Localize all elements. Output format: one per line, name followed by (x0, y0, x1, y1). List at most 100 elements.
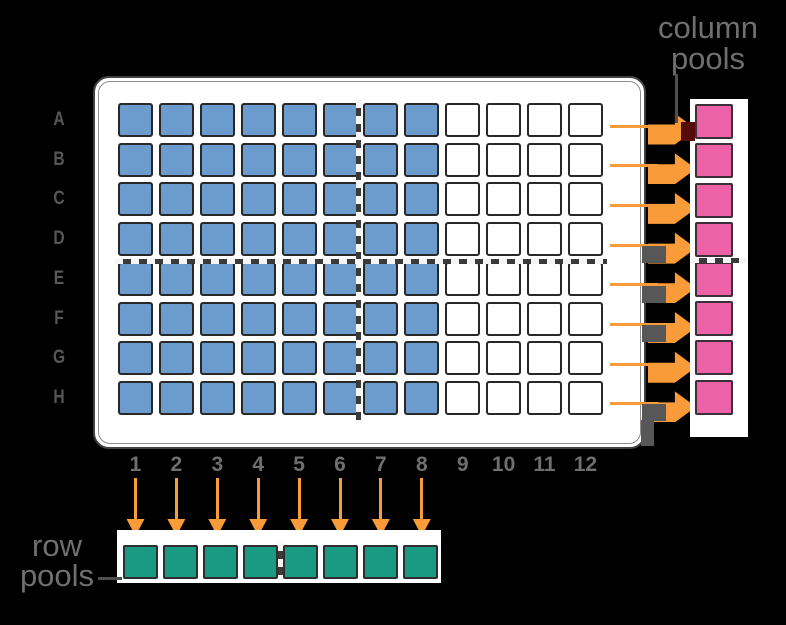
column-pools-label: column pools (638, 12, 778, 74)
well-B2 (158, 142, 194, 177)
well-C2 (158, 182, 194, 217)
well-H7 (363, 380, 399, 415)
well-B4 (240, 142, 276, 177)
well-C9 (445, 182, 481, 217)
well-H6 (322, 380, 358, 415)
well-G2 (158, 341, 194, 376)
well-C10 (486, 182, 522, 217)
well-A5 (281, 103, 317, 137)
plate-column-label-6: 6 (334, 453, 346, 476)
well-A4 (240, 103, 276, 137)
row-pool-square (163, 545, 198, 579)
well-C5 (281, 182, 317, 217)
plate-row-label-A: A (53, 109, 65, 130)
row-arrow-tail (610, 323, 658, 326)
plate-column-label-4: 4 (252, 453, 265, 476)
well-D5 (281, 222, 317, 257)
plate-column-label-2: 2 (170, 453, 183, 476)
well-E1 (118, 261, 153, 296)
shadow-block (642, 246, 666, 263)
row-pools-label-line2: pools (19, 558, 95, 593)
shadow-block (642, 404, 666, 421)
plate-row-label-H: H (53, 386, 65, 408)
well-G7 (363, 341, 399, 376)
plate-column-label-5: 5 (293, 453, 305, 476)
column-arrow-tail (420, 478, 424, 521)
well-C11 (527, 182, 562, 217)
microplate-inner-rim (98, 81, 641, 444)
well-F5 (281, 301, 317, 336)
row-arrow-tail (610, 283, 658, 287)
column-arrow-tail (215, 478, 219, 521)
well-D8 (404, 222, 440, 257)
column-arrow-tail (174, 478, 178, 521)
well-H8 (404, 380, 440, 415)
well-A7 (363, 103, 399, 137)
plate-horizontal-dashed-divider (115, 259, 607, 264)
well-B10 (486, 142, 522, 177)
column-pool-square (695, 104, 733, 139)
row-arrow-tail (610, 164, 658, 168)
plate-row-label-B: B (53, 148, 65, 170)
well-B1 (118, 142, 153, 177)
well-D4 (240, 222, 276, 257)
well-F9 (445, 301, 481, 336)
plate-column-label-10: 10 (491, 453, 516, 476)
well-H11 (527, 380, 562, 415)
well-F4 (240, 301, 276, 336)
row-pool-square (363, 545, 398, 579)
well-F7 (363, 301, 399, 336)
connector-end-block (681, 122, 695, 141)
column-arrow-tail (297, 478, 301, 521)
well-A3 (199, 103, 235, 137)
row-pool-square (203, 545, 238, 579)
well-A11 (527, 103, 562, 137)
plate-column-label-1: 1 (129, 453, 142, 476)
well-E7 (363, 261, 399, 296)
well-G4 (240, 341, 276, 376)
row-arrow-tail (610, 362, 658, 366)
well-B7 (363, 142, 399, 177)
column-pool-square (695, 340, 733, 376)
plate-row-label-D: D (53, 228, 65, 250)
well-B12 (567, 142, 603, 177)
well-H4 (240, 380, 276, 415)
well-E10 (486, 261, 522, 296)
row-pool-square (323, 545, 358, 579)
well-F12 (567, 301, 603, 336)
column-pool-square (695, 222, 733, 258)
well-F10 (486, 301, 522, 336)
column-arrow-tail (379, 478, 383, 521)
well-B6 (322, 142, 358, 177)
well-A10 (486, 103, 522, 137)
row-arrow-tail (610, 402, 658, 406)
well-H3 (199, 380, 235, 415)
well-A6 (322, 103, 358, 137)
well-F8 (404, 301, 440, 336)
shadow-block (642, 286, 666, 303)
row-arrow-tail (610, 203, 658, 207)
plate-row-label-C: C (53, 188, 65, 210)
well-A8 (404, 103, 440, 137)
well-A2 (158, 103, 194, 137)
well-E6 (322, 261, 358, 296)
well-G10 (486, 341, 522, 376)
row-pool-square (243, 545, 278, 579)
column-pool-square (695, 379, 733, 415)
well-H10 (486, 380, 522, 415)
column-pool-square (695, 261, 733, 297)
row-arrow-icon (648, 351, 696, 383)
well-G3 (199, 341, 235, 376)
column-arrow-tail (134, 478, 137, 521)
well-D10 (486, 222, 522, 257)
column-pools-label-line1: column (658, 10, 758, 45)
well-A1 (118, 103, 153, 137)
plate-column-label-3: 3 (211, 453, 224, 476)
plate-row-label-G: G (52, 347, 66, 369)
column-pool-square (695, 301, 733, 336)
well-G5 (281, 341, 317, 376)
well-C8 (404, 182, 440, 217)
well-H12 (567, 380, 603, 415)
well-H5 (281, 380, 317, 415)
